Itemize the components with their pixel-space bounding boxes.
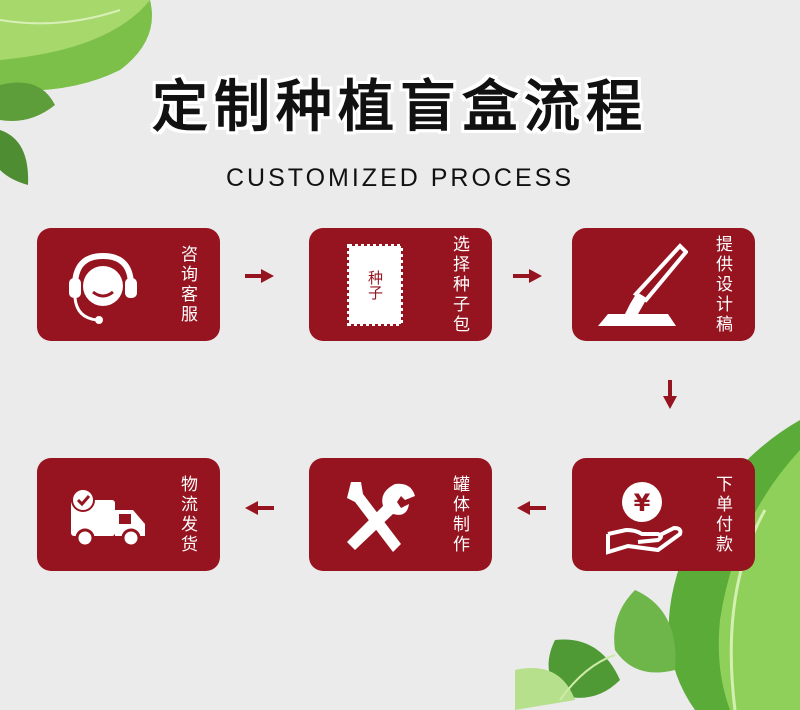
step-label-payment: 下单付款 [712, 474, 732, 555]
tools-icon [347, 482, 415, 552]
seed-packet-icon: 种子 [347, 244, 403, 326]
headset-agent-icon [69, 252, 137, 324]
yuan-coin-text: ¥ [634, 489, 651, 517]
yuan-hand-icon: ¥ [606, 482, 683, 555]
arrow-right-icon [245, 269, 274, 283]
leaf-decoration-bottom-right [515, 420, 800, 710]
pen-nib-icon [598, 243, 688, 326]
arrow-left-icon [517, 501, 546, 515]
leaf-decoration-top-left [0, 0, 152, 185]
seed-packet-text: 种子 [366, 270, 384, 300]
page-subtitle: CUSTOMIZED PROCESS [225, 164, 575, 192]
step-label-seed: 选择种子包 [449, 234, 469, 335]
step-card-shipping: 物流发货 [37, 458, 220, 571]
step-label-design: 提供设计稿 [712, 234, 732, 335]
step-card-design: 提供设计稿 [572, 228, 755, 341]
arrow-left-icon [245, 501, 274, 515]
page-title: 定制种植盲盒流程 [152, 75, 648, 140]
arrow-down-icon [663, 380, 677, 409]
delivery-truck-icon [71, 488, 145, 548]
step-label-manufacture: 罐体制作 [449, 474, 469, 555]
step-label-consult: 咨询客服 [177, 244, 197, 325]
step-card-seed: 种子 选择种子包 [309, 228, 492, 341]
arrow-right-icon [513, 269, 542, 283]
step-card-manufacture: 罐体制作 [309, 458, 492, 571]
step-label-shipping: 物流发货 [177, 474, 197, 555]
step-card-consult: 咨询客服 [37, 228, 220, 341]
step-card-payment: ¥ 下单付款 [572, 458, 755, 571]
